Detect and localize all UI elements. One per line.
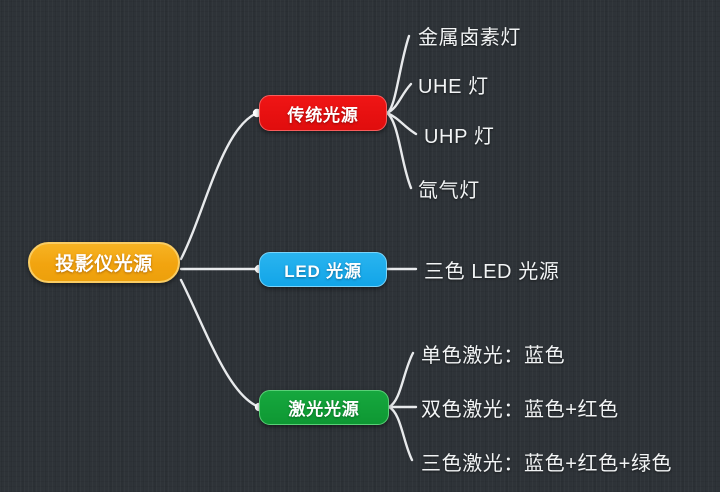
node-branch-laser[interactable]: 激光光源 <box>259 390 389 425</box>
connector-traditional-to-leaf-3 <box>385 111 418 136</box>
leaf-dual-color-laser: 双色激光：蓝色+红色 <box>421 399 619 421</box>
connector-traditional-to-leaf-2 <box>385 82 413 115</box>
node-branch-led-label: LED 光源 <box>284 262 362 281</box>
node-branch-laser-label: 激光光源 <box>288 400 360 419</box>
leaf-three-color-laser: 三色激光：蓝色+红色+绿色 <box>421 453 673 475</box>
node-root-label: 投影仪光源 <box>55 254 153 275</box>
leaf-metal-halide-lamp: 金属卤素灯 <box>418 27 521 49</box>
node-branch-led[interactable]: LED 光源 <box>259 252 387 287</box>
connector-traditional-to-leaf-1 <box>385 34 411 115</box>
leaf-three-color-led: 三色 LED 光源 <box>424 261 560 283</box>
connector-laser-to-leaf-1 <box>387 351 415 409</box>
node-branch-traditional-label: 传统光源 <box>287 105 359 125</box>
node-branch-traditional[interactable]: 传统光源 <box>259 95 387 131</box>
connector-traditional-to-leaf-4 <box>385 111 413 190</box>
connector-root-to-traditional <box>179 111 259 261</box>
connector-laser-to-leaf-3 <box>387 405 414 462</box>
leaf-single-color-laser: 单色激光：蓝色 <box>421 345 566 367</box>
connector-root-to-laser <box>179 278 261 409</box>
node-root[interactable]: 投影仪光源 <box>28 242 180 283</box>
leaf-uhp-lamp: UHP 灯 <box>424 126 495 148</box>
leaf-uhe-lamp: UHE 灯 <box>418 76 489 98</box>
leaf-xenon-lamp: 氙气灯 <box>418 180 480 202</box>
